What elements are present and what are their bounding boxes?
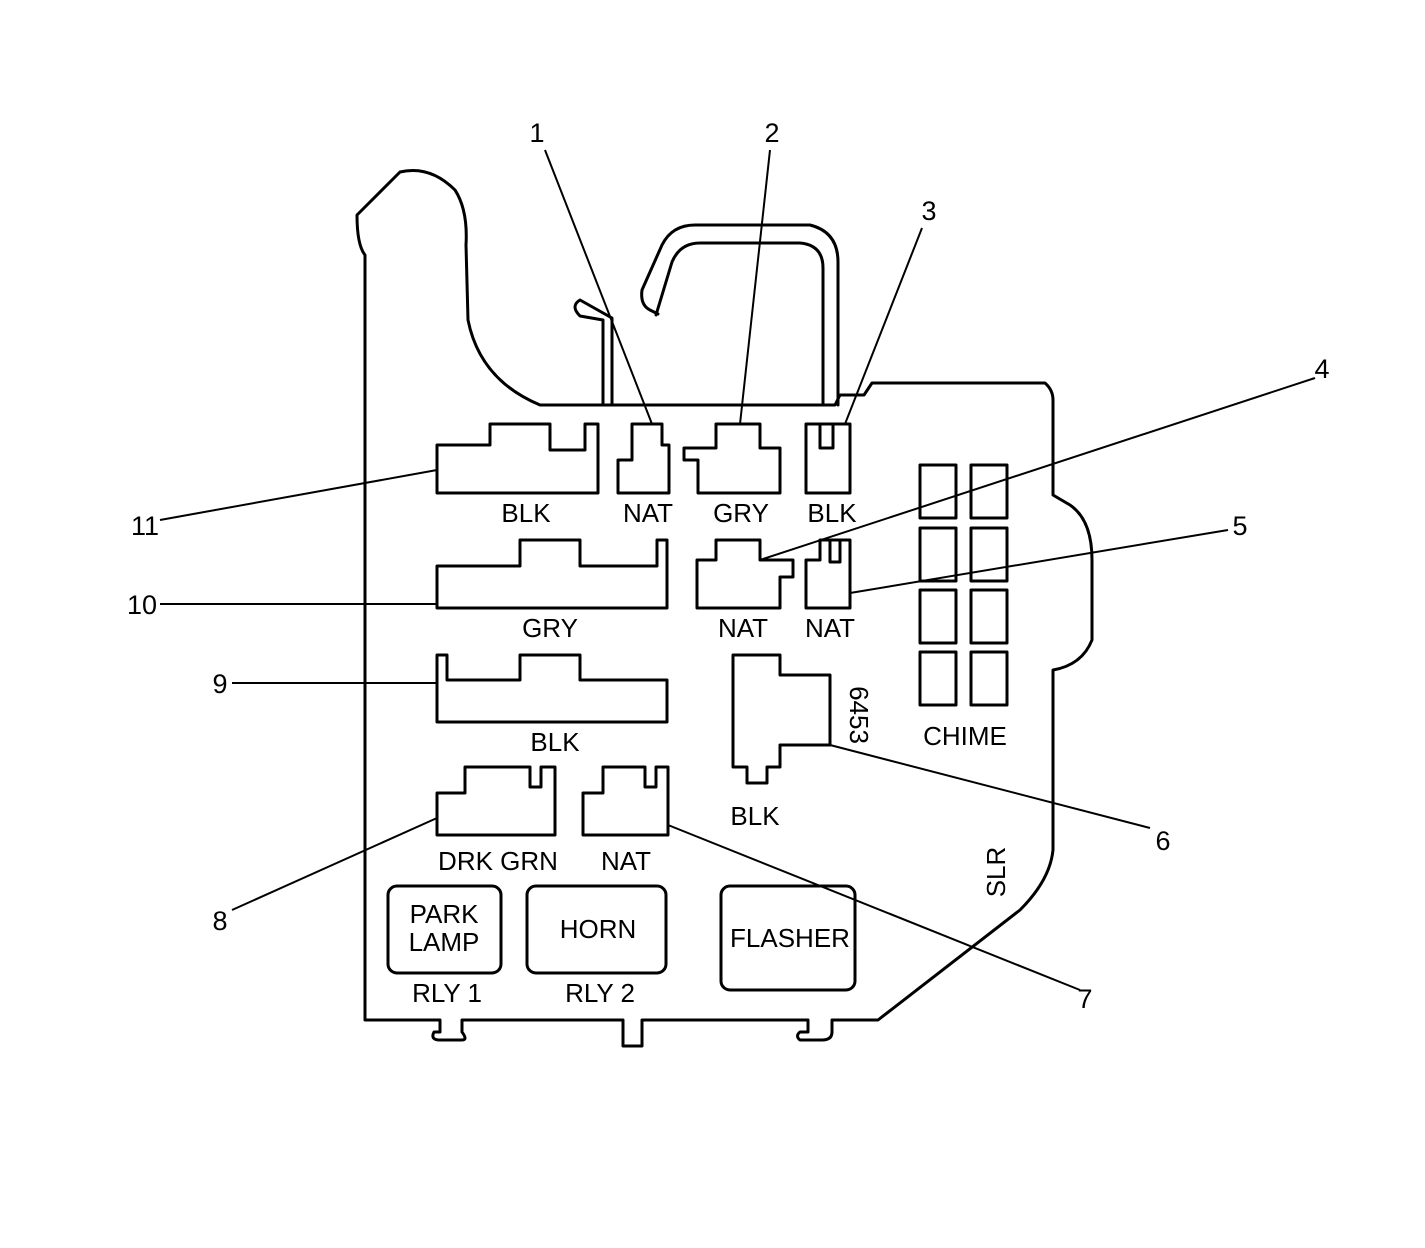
callout-4: 4: [1314, 354, 1329, 384]
callout-3: 3: [921, 196, 936, 226]
connector-1-color: NAT: [623, 498, 673, 528]
callout-6: 6: [1155, 826, 1170, 856]
callout-1: 1: [529, 118, 544, 148]
connector-8[interactable]: [435, 765, 557, 837]
connector-6[interactable]: [731, 653, 832, 785]
housing-outline: [355, 169, 1094, 1048]
relay-2-tag: RLY 2: [565, 978, 635, 1008]
relay-park-lamp-line2: LAMP: [409, 927, 480, 957]
flasher-module[interactable]: [719, 884, 857, 992]
leader-11: [159, 469, 438, 521]
leader-7: [667, 824, 1081, 991]
connector-11-color: BLK: [501, 498, 551, 528]
part-number: 6453: [844, 686, 874, 744]
connector-9-color: BLK: [530, 727, 580, 757]
callout-2: 2: [764, 118, 779, 148]
relay-horn-label: HORN: [560, 914, 637, 944]
connector-11[interactable]: [435, 422, 600, 495]
leader-1: [544, 149, 653, 425]
leader-6: [829, 744, 1151, 829]
connector-10-color: GRY: [522, 613, 578, 643]
relay-park-lamp-line1: PARK: [410, 899, 480, 929]
connector-3[interactable]: [804, 422, 852, 495]
arch-bracket: [640, 223, 840, 407]
connector-10[interactable]: [435, 538, 669, 610]
callout-10: 10: [127, 590, 157, 620]
callout-5: 5: [1232, 511, 1247, 541]
leader-2: [739, 149, 771, 425]
leader-8: [231, 817, 438, 911]
relay-horn[interactable]: [525, 884, 668, 975]
connector-4-color: NAT: [718, 613, 768, 643]
latch-hook: [573, 298, 614, 407]
callout-7: 7: [1077, 984, 1092, 1014]
leader-4: [759, 377, 1316, 561]
connector-2-color: GRY: [713, 498, 769, 528]
flasher-label: FLASHER: [730, 923, 850, 953]
callout-11: 11: [131, 511, 159, 541]
slr-label: SLR: [981, 847, 1011, 898]
callout-8: 8: [212, 906, 227, 936]
connector-1[interactable]: [616, 422, 671, 495]
chime-module[interactable]: [918, 463, 1009, 707]
relay-1-tag: RLY 1: [412, 978, 482, 1008]
connector-6-color: BLK: [730, 801, 780, 831]
connector-7[interactable]: [581, 765, 670, 837]
connector-2[interactable]: [682, 422, 782, 495]
callout-9: 9: [212, 669, 227, 699]
connector-3-color: BLK: [807, 498, 857, 528]
connector-4[interactable]: [695, 538, 795, 610]
connector-9[interactable]: [435, 653, 669, 724]
leader-3: [844, 227, 923, 425]
relay-park-lamp[interactable]: [386, 884, 503, 975]
leader-5: [849, 529, 1229, 594]
connector-5-color: NAT: [805, 613, 855, 643]
connector-7-color: NAT: [601, 846, 651, 876]
connector-8-color: DRK GRN: [438, 846, 558, 876]
connector-5[interactable]: [804, 538, 852, 610]
chime-label: CHIME: [923, 721, 1007, 751]
